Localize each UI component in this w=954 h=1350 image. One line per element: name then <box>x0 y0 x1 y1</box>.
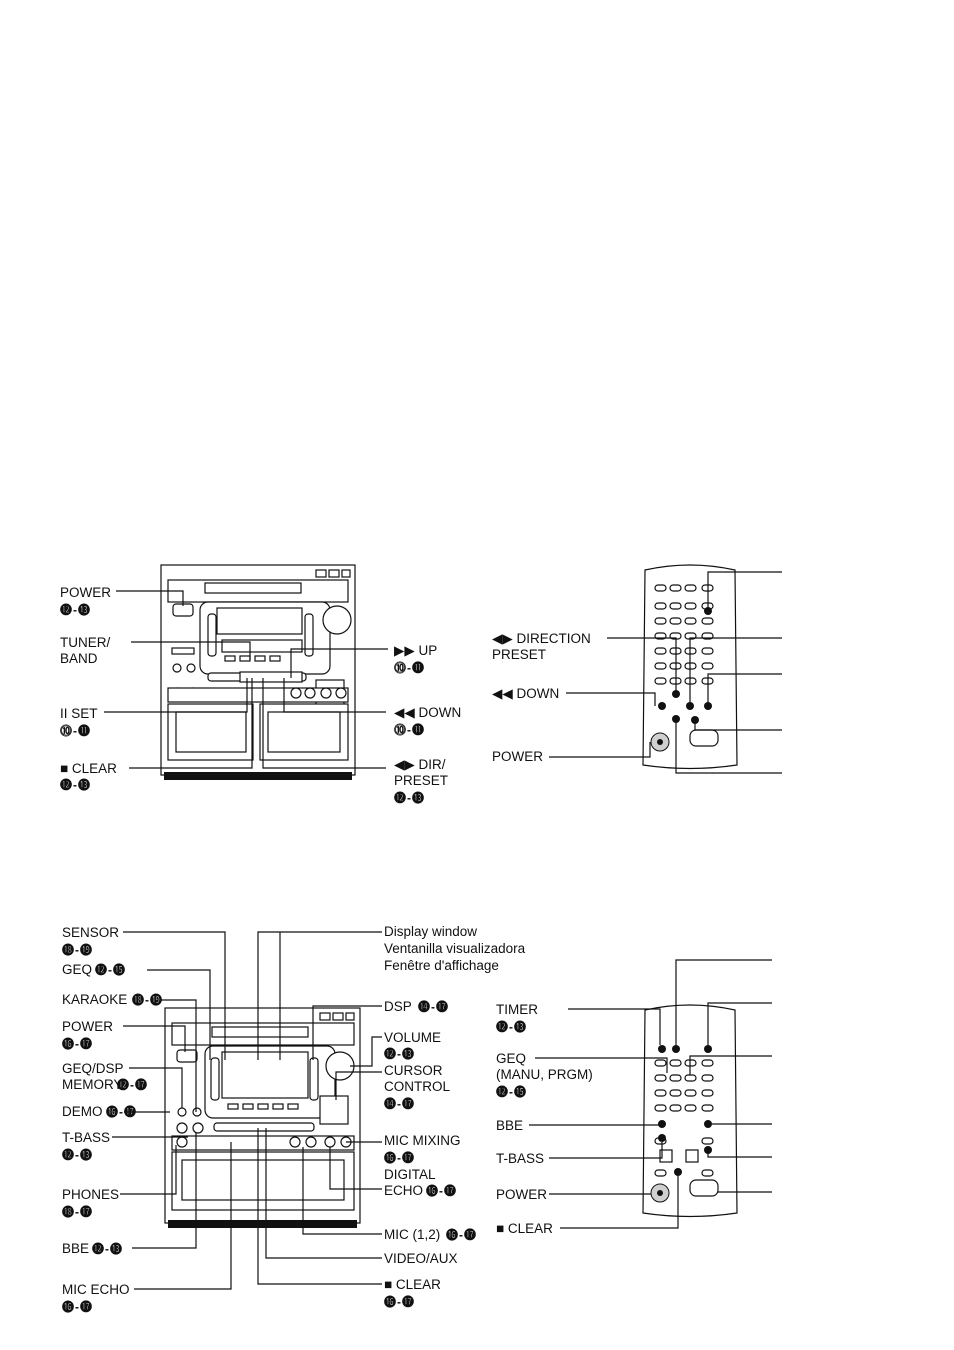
mic-echo-label: MIC ECHO <box>62 1282 130 1297</box>
remote-direction-preset-label-1: ◀▶ DIRECTION <box>492 631 591 646</box>
dsp-label: DSP <box>384 999 412 1014</box>
sensor-ref: ⓲-⓳ <box>62 943 93 957</box>
cursor-control-ref: ⓮-⓱ <box>384 1097 415 1111</box>
volume-ref: ⓬-⓭ <box>384 1047 415 1061</box>
mic-mixing-label: MIC MIXING <box>384 1133 461 1148</box>
top-tuner-band-label-2: BAND <box>60 651 98 666</box>
remote-power-label-bottom: POWER <box>496 1187 548 1202</box>
t-bass-ref: ⓬-⓭ <box>62 1148 93 1162</box>
demo-ref: ⓰-⓱ <box>106 1105 137 1119</box>
phones-ref: ⓲-⓱ <box>62 1205 93 1219</box>
digital-echo-label-1: DIGITAL <box>384 1167 436 1182</box>
top-up-label: ▶▶ UP <box>394 643 438 658</box>
geq-label: GEQ <box>62 962 93 977</box>
top-down-label: ◀◀ DOWN <box>394 705 462 720</box>
phones-label: PHONES <box>62 1187 120 1202</box>
demo-label: DEMO <box>62 1104 103 1119</box>
top-set-label: II SET <box>60 706 98 721</box>
remote-geq-label-1: GEQ <box>496 1051 527 1066</box>
geq-dsp-label-1: GEQ/DSP <box>62 1061 124 1076</box>
bottom-clear-ref: ⓰-⓱ <box>384 1295 415 1309</box>
karaoke-label: KARAOKE <box>62 992 128 1007</box>
bottom-power-label: POWER <box>62 1019 114 1034</box>
top-dir-preset-label-2: PRESET <box>394 773 449 788</box>
remote-drawing-bottom <box>642 1004 738 1218</box>
display-window-label-2: Ventanilla visualizadora <box>384 941 526 956</box>
volume-label: VOLUME <box>384 1030 442 1045</box>
geq-dsp-label-2: MEMORY <box>62 1077 123 1092</box>
top-clear-label: ■ CLEAR <box>60 761 117 776</box>
remote-down-label: ◀◀ DOWN <box>492 686 560 701</box>
top-tuner-band-label-1: TUNER/ <box>60 635 111 650</box>
cursor-control-label-2: CONTROL <box>384 1079 451 1094</box>
geq-dsp-ref: ⓬-⓱ <box>117 1078 148 1092</box>
bbe-label: BBE <box>62 1241 90 1256</box>
digital-echo-ref: ⓰-⓱ <box>426 1184 457 1198</box>
top-dir-preset-ref: ⓬-⓭ <box>394 791 425 805</box>
mic-mixing-ref: ⓰-⓱ <box>384 1151 415 1165</box>
karaoke-ref: ⓲-⓳ <box>132 993 163 1007</box>
remote-timer-ref: ⓬-⓭ <box>496 1020 527 1034</box>
display-window-label-3: Fenêtre d'affichage <box>384 958 499 973</box>
video-aux-label: VIDEO/AUX <box>384 1251 458 1266</box>
geq-ref: ⓬-⓯ <box>95 963 126 977</box>
sensor-label: SENSOR <box>62 925 120 940</box>
top-down-ref: ⓾-⓫ <box>394 723 425 737</box>
leader-lines-bottom <box>112 931 772 1290</box>
remote-direction-preset-label-2: PRESET <box>492 647 547 662</box>
remote-geq-label-2: (MANU, PRGM) <box>496 1067 593 1082</box>
main-unit-drawing-bottom <box>164 1007 361 1228</box>
bottom-power-ref: ⓰-⓱ <box>62 1037 93 1051</box>
remote-geq-ref: ⓬-⓯ <box>496 1085 527 1099</box>
mic-ref: ⓰-⓱ <box>446 1228 477 1242</box>
top-set-ref: ⓾-⓫ <box>60 724 91 738</box>
top-power-label: POWER <box>60 585 112 600</box>
remote-t-bass-label: T-BASS <box>496 1151 545 1166</box>
display-window-label-1: Display window <box>384 924 478 939</box>
main-unit-drawing-top <box>160 564 356 780</box>
top-clear-ref: ⓬-⓭ <box>60 778 91 792</box>
leader-lines-top <box>104 571 782 774</box>
mic-label: MIC (1,2) <box>384 1227 441 1242</box>
remote-timer-label: TIMER <box>496 1002 538 1017</box>
bottom-clear-label: ■ CLEAR <box>384 1277 441 1292</box>
cursor-control-label-1: CURSOR <box>384 1063 443 1078</box>
remote-clear-label: ■ CLEAR <box>496 1221 553 1236</box>
mic-echo-ref: ⓰-⓱ <box>62 1300 93 1314</box>
top-power-ref: ⓬-⓭ <box>60 603 91 617</box>
dsp-ref: ⓮-⓱ <box>418 1000 449 1014</box>
remote-bbe-label: BBE <box>496 1118 524 1133</box>
bbe-ref: ⓬-⓭ <box>92 1242 123 1256</box>
digital-echo-label-2: ECHO <box>384 1183 424 1198</box>
top-dir-preset-label-1: ◀▶ DIR/ <box>394 757 446 772</box>
remote-power-label-top: POWER <box>492 749 544 764</box>
t-bass-label: T-BASS <box>62 1130 111 1145</box>
top-up-ref: ⓾-⓫ <box>394 661 425 675</box>
